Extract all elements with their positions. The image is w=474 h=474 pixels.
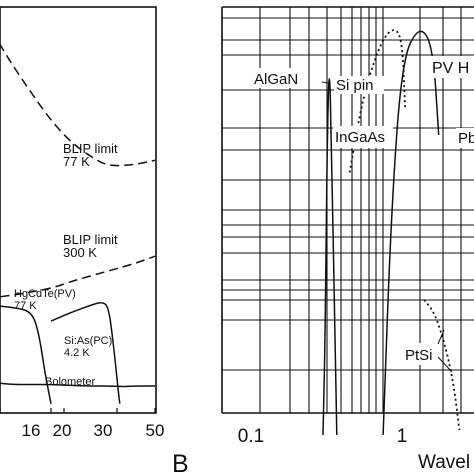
right-series-ingaas	[382, 30, 440, 436]
right-gridlines	[222, 17, 474, 371]
left-x-tick-labels: 16 20 30 50	[22, 421, 165, 440]
pointer-arrows	[321, 81, 453, 373]
arrow-line	[437, 329, 445, 345]
label-backing	[252, 68, 306, 88]
annotation-blip-77-line2: 77 K	[63, 154, 90, 169]
label-backing	[456, 128, 474, 148]
annotation-pv-h: PV H	[432, 60, 469, 77]
left-series-layer	[0, 43, 156, 404]
left-series-bolometer	[0, 382, 155, 388]
left-x-tick-label: 30	[94, 421, 113, 440]
annotation-blip-77-line1: BLIP limit	[63, 141, 118, 156]
annotation-sias-line1: Si:As(PC)	[64, 335, 112, 347]
left-series-si-as-pc-4-2-k	[50, 302, 121, 404]
right-panel: AlGaN Si pin InGaAs PV H Pb: PtSi 0.1 1 …	[221, 6, 474, 473]
arrow-line	[321, 81, 329, 84]
left-series-blip-limit-77-k	[0, 43, 156, 167]
right-series-algan	[322, 78, 338, 436]
annotation-bolometer: Bolometer	[45, 376, 95, 388]
right-x-tick-label: 1	[397, 426, 408, 447]
right-x-tick-label: 0.1	[238, 426, 264, 447]
right-x-tick-labels: 0.1 1	[238, 426, 408, 447]
label-backing	[333, 126, 393, 148]
annotation-hgcdte-line1: HgCdTe(PV)	[14, 288, 76, 300]
left-series-blip-limit-300-k	[0, 255, 156, 298]
right-x-axis-label: Wavel	[418, 452, 470, 473]
arrow-line	[437, 356, 453, 373]
label-backing	[403, 343, 439, 365]
left-x-tick-label: 16	[22, 421, 41, 440]
left-x-tick-label: 20	[53, 421, 72, 440]
right-annotations: AlGaN Si pin InGaAs PV H Pb: PtSi	[252, 56, 474, 365]
annotation-si-pin: Si pin	[336, 77, 374, 94]
annotation-pb: Pb:	[458, 130, 474, 147]
panel-letter: B	[172, 450, 189, 474]
annotation-algan: AlGaN	[254, 71, 298, 88]
left-panel: 16 20 30 50 BLIP limit 77 K BLIP limit 3…	[0, 6, 165, 440]
annotation-blip-300-line2: 300 K	[63, 245, 97, 260]
left-annotations: BLIP limit 77 K BLIP limit 300 K HgCdTe(…	[14, 141, 118, 388]
right-vertical-gridlines	[259, 7, 462, 413]
annotation-sias-line2: 4.2 K	[64, 347, 90, 359]
left-x-tick-marks	[0, 408, 156, 413]
annotation-blip-300-line1: BLIP limit	[63, 232, 118, 247]
left-plot-frame	[0, 6, 157, 414]
annotation-hgcdte-line2: 77 K	[14, 300, 37, 312]
annotation-ptsi: PtSi	[405, 347, 433, 364]
label-backing	[334, 76, 384, 94]
left-series-hgcdte-pv-77-k	[0, 305, 52, 404]
left-x-tick-label: 50	[146, 421, 165, 440]
label-backing	[430, 56, 474, 78]
annotation-ingaas: InGaAs	[335, 129, 385, 146]
right-series-ptsi	[423, 299, 461, 431]
